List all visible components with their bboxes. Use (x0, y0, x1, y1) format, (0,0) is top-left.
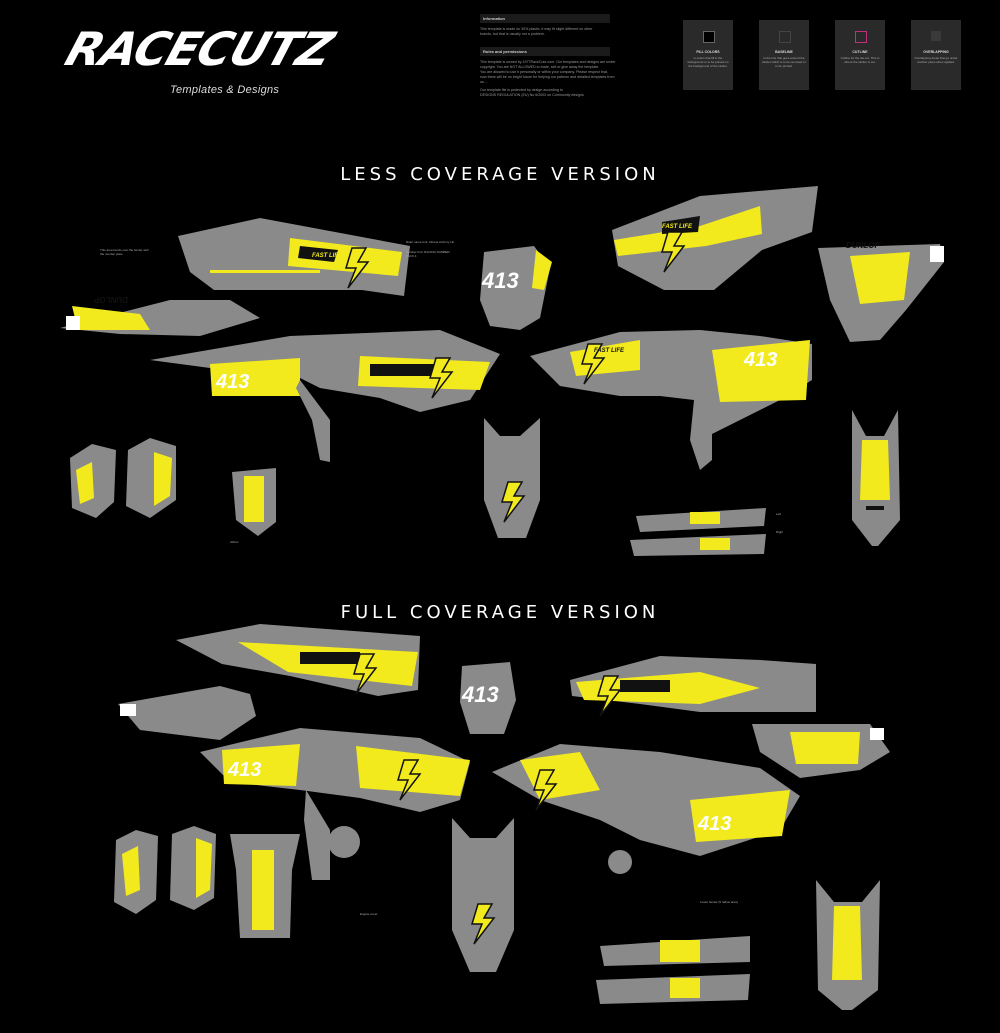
swingarm-less (630, 508, 766, 556)
legend-overlapping: OVERLAPPING Overlapping areas that go un… (911, 20, 961, 90)
right-rear-fender-full (752, 724, 890, 778)
swingarm-full (596, 936, 750, 1004)
right-shroud-full (570, 656, 816, 717)
less-coverage-title: LESS COVERAGE VERSION (340, 164, 660, 185)
note-overlap: This area bends over the fender with the… (100, 248, 149, 256)
right-rear-fender-less: DUNLOP (818, 241, 944, 342)
left-rear-fender-full (118, 686, 256, 740)
overlapping-swatch (931, 31, 941, 41)
front-number-plate-less: 413 (480, 246, 552, 330)
baseline-swatch (779, 31, 791, 43)
note-number-font: Number font: RACING NUMBER PACK 4 (406, 250, 450, 258)
slogan-text-rside: FAST LIFE (594, 348, 625, 354)
race-number-left-full: 413 (227, 759, 261, 781)
rear-fender-right-less (852, 410, 900, 546)
dunlop-text-right: DUNLOP (846, 241, 880, 250)
information-panel: Information This template is made on 30%… (480, 14, 620, 98)
information-text: This template is made on 30% plastic, it… (480, 27, 593, 36)
rules-text: This template is owned by 1977RaceCutz.c… (480, 60, 616, 97)
slogan-text: FAST LIFE (312, 253, 343, 259)
left-side-panel-full: 413 (200, 728, 470, 880)
fill-swatch (703, 31, 715, 43)
fork-guards-full (114, 826, 216, 914)
legend-cutline: CUTLINE Cutline for the die-cut. This is… (835, 20, 885, 90)
left-shroud-full (176, 624, 420, 696)
information-heading: Information (480, 14, 610, 23)
race-number-front-full: 413 (461, 682, 499, 707)
note-airbox: Airbox (230, 540, 239, 544)
front-fender-less (484, 418, 540, 538)
race-number-left: 413 (215, 371, 249, 393)
left-shroud-less: FAST LIFE (178, 218, 410, 296)
right-side-panel-less: 413 FAST LIFE (530, 330, 812, 470)
front-fender-full (452, 818, 514, 972)
right-side-panel-full: 413 (492, 744, 800, 874)
note-right: Right (776, 530, 784, 534)
cutline-swatch (855, 31, 867, 43)
front-number-plate-full: 413 (460, 662, 516, 734)
airbox-less (232, 468, 276, 536)
note-left: Left (776, 512, 782, 516)
rear-fender-full (816, 880, 880, 1010)
race-number-right-full: 413 (697, 813, 731, 835)
left-side-panel-less: 413 (150, 330, 500, 462)
slogan-text-right: FAST LIFE (662, 224, 693, 230)
race-number-front: 413 (481, 268, 519, 293)
full-coverage-title: FULL COVERAGE VERSION (340, 602, 660, 623)
airbox-full (230, 834, 300, 938)
race-number-right: 413 (743, 349, 777, 371)
note-engine: Engine cover (360, 912, 378, 916)
rules-heading: Rules and permissions (480, 47, 610, 56)
logo-subtitle: Templates & Designs (170, 84, 280, 96)
note-rider-name: Rider name font: Athena Archery Lik (406, 240, 455, 244)
note-lower-fender: Lower fender (5 radius area) (700, 900, 738, 904)
legend-fill-colors: FILL COLORS is colors that fill in the b… (683, 20, 733, 90)
fork-guards-less (70, 438, 176, 518)
legend-baseline: BASELINE is the line that goes around th… (759, 20, 809, 90)
left-rear-fender-less: DUNLOP (60, 295, 260, 336)
right-shroud-less: FAST LIFE (612, 186, 818, 290)
dunlop-text: DUNLOP (94, 295, 128, 304)
